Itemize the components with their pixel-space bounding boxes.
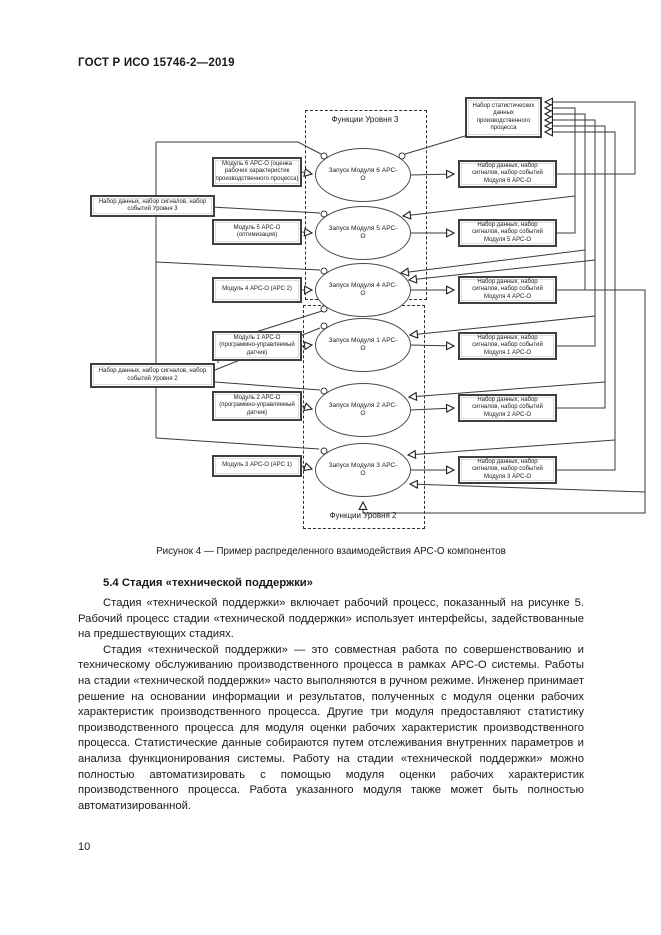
figure-caption: Рисунок 4 — Пример распределенного взаим… [156, 546, 506, 557]
module-6-dataset-box: Набор данных, набор сигналов, набор собы… [458, 160, 557, 188]
level3-dataset-box: Набор данных, набор сигналов, набор собы… [90, 195, 215, 217]
level2-dataset-box: Набор данных, набор сигналов, набор собы… [90, 363, 215, 388]
document-header: ГОСТ Р ИСО 15746-2—2019 [78, 57, 235, 69]
module-5-dataset-box: Набор данных, набор сигналов, набор собы… [458, 219, 557, 247]
launch-module-6: Запуск Модуля 6 АРС-О [315, 148, 411, 202]
launch-module-5: Запуск Модуля 5 АРС-О [315, 206, 411, 260]
launch-module-3: Запуск Модуля 3 АРС-О [315, 443, 411, 497]
module-4-box: Модуль 4 АРС-О (АРС 2) [212, 277, 302, 303]
level3-zone-label: Функции Уровня 3 [331, 115, 399, 124]
paragraph: Стадия «технической поддержки» включает … [78, 597, 584, 641]
launch-module-4: Запуск Модуля 4 АРС-О [315, 263, 411, 317]
stats-data-box: Набор статистических данных производстве… [465, 97, 542, 138]
launch-module-2: Запуск Модуля 2 АРС-О [315, 383, 411, 437]
section-heading: 5.4 Стадия «технической поддержки» [103, 577, 313, 589]
module-4-dataset-box: Набор данных, набор сигналов, набор собы… [458, 276, 557, 304]
module-6-box: Модуль 6 АРС-О (оценка рабочих характери… [212, 157, 302, 187]
level2-zone-label: Функции Уровня 2 [329, 511, 397, 520]
module-1-dataset-box: Набор данных, набор сигналов, набор собы… [458, 332, 557, 360]
module-2-dataset-box: Набор данных, набор сигналов, набор собы… [458, 394, 557, 422]
section-body: Стадия «технической поддержки» включает … [78, 596, 584, 814]
page-number: 10 [78, 841, 91, 853]
module-3-box: Модуль 3 АРС-О (АРС 1) [212, 455, 302, 477]
figure-4-diagram: Функции Уровня 3 Функции Уровня 2 [88, 92, 648, 540]
module-1-box: Модуль 1 АРС-О (программно-управляемый д… [212, 331, 302, 361]
module-3-dataset-box: Набор данных, набор сигналов, набор собы… [458, 456, 557, 484]
paragraph: Стадия «технической поддержки» — это сов… [78, 643, 584, 812]
launch-module-1: Запуск Модуля 1 АРС-О [315, 318, 411, 372]
module-5-box: Модуль 5 АРС-О (оптимизация) [212, 219, 302, 245]
module-2-box: Модуль 2 АРС-О (программно-управляемый д… [212, 391, 302, 421]
